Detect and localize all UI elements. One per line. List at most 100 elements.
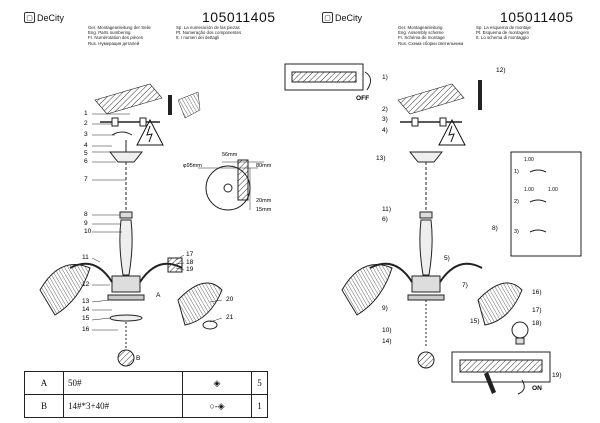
part-label-6: 6 [84, 158, 88, 165]
switch-off-label: OFF [356, 95, 370, 102]
wire-dim-3: 1.00 [548, 187, 558, 193]
wire-step-1: 1) [514, 169, 519, 175]
step-label-16: 16) [532, 289, 542, 296]
part-label-18: 18 [186, 259, 194, 266]
shade-left-1 [39, 264, 91, 316]
step-label-8: 8) [492, 225, 498, 232]
header-line: Fr. Schéma de montage [398, 35, 445, 41]
dim-20: 20mm [256, 198, 272, 204]
part-label-10: 10 [84, 228, 92, 235]
dimension-inset [198, 159, 264, 211]
product-code-left: 105011405 [202, 9, 276, 25]
step-label-18: 18) [532, 320, 542, 327]
part-qty: 1 [251, 394, 268, 418]
step-label-15: 15) [470, 318, 480, 325]
header-line: Sp. La esquema de montaje [476, 25, 531, 30]
header-right-block: Sp. La numeración de las piezas Pt. Nume… [176, 25, 241, 41]
step-label-13: 13) [376, 155, 386, 162]
canopy-left [108, 140, 144, 163]
brand-mark-icon: ▢ [322, 12, 333, 23]
part-crystal-chain-icon: ○-◈ [182, 394, 252, 418]
dim-80: 80mm [256, 163, 272, 169]
bulb-small-icon [202, 320, 218, 330]
part-label-11: 11 [82, 254, 89, 261]
part-spec: 50# [63, 371, 183, 395]
header-left-block: Ger. Montageanleitung der Seile Eng. Par… [88, 25, 151, 46]
product-code-right: 105011405 [500, 9, 574, 25]
part-label-8: 8 [84, 211, 88, 218]
part-label-5: 5 [84, 150, 88, 157]
dim-15: 15mm [256, 207, 272, 213]
step-label-12: 12) [496, 67, 506, 74]
brand-name: DeCity [335, 12, 363, 23]
mounting-bracket-left [100, 117, 160, 136]
part-label-A: A [156, 292, 161, 299]
header2-right-block: Sp. La esquema de montaje Pt. Esquema de… [476, 25, 531, 41]
wire-dim-1: 1.00 [524, 157, 534, 163]
header-line: Pt. Numeração dos componentes [176, 30, 242, 36]
header-line: Eng. Assembly scheme [398, 30, 444, 36]
crystal-drop-left [117, 322, 135, 367]
step-label-6: 6) [382, 216, 388, 223]
step-label-11: 11) [382, 206, 392, 213]
header-line: Pt. Esquema de montagem [476, 30, 530, 36]
step-label-7: 7) [462, 282, 468, 289]
bulb-icon-right [511, 321, 529, 345]
header-line: It. Lo schema di montaggio [476, 35, 529, 41]
step-label-4: 4) [382, 127, 388, 134]
leader-lines-left [91, 113, 223, 331]
ceiling-right [397, 83, 465, 115]
step-label-14: 14) [382, 338, 392, 345]
step-label-10: 10) [382, 327, 392, 334]
shade-right-1 [341, 264, 393, 316]
part-label-21: 21 [226, 314, 234, 321]
part-id: A [24, 371, 64, 395]
step-label-9: 9) [382, 305, 388, 312]
brand-logo: ▢ DeCity [24, 12, 64, 23]
brand-mark-icon: ▢ [24, 12, 35, 23]
brand-name: DeCity [37, 12, 65, 23]
part-crystal-icon: ◈ [182, 371, 252, 395]
part-label-14: 14 [82, 306, 90, 313]
step-label-1: 1) [382, 74, 388, 81]
step-label-2: 2) [382, 106, 388, 113]
part-label-15: 15 [82, 315, 90, 322]
warning-icon [136, 118, 164, 146]
table-row: B 14#*3+40# ○-◈ 1 [24, 394, 268, 418]
header2-left-block: Ger. Montageanleitung Eng. Assembly sche… [398, 25, 463, 46]
screwdriver-icon [168, 91, 201, 119]
part-qty: 5 [251, 371, 268, 395]
header-line: Ger. Montageanleitung der Seile [88, 25, 151, 30]
part-label-7: 7 [84, 176, 88, 183]
canopy-right [408, 151, 444, 163]
warning-icon-right [438, 118, 466, 146]
part-label-20: 20 [226, 296, 234, 303]
wire-dim-2: 1.00 [524, 187, 534, 193]
header-line: It. I numeri dei dettagli [176, 35, 220, 41]
header-line: Sp. La numeración de las piezas [176, 25, 240, 30]
switch-panel-on [451, 351, 551, 395]
wiring-inset [510, 151, 582, 257]
part-label-1: 1 [84, 110, 88, 117]
ceiling-left [94, 83, 163, 115]
bulb-socket-left [167, 257, 183, 273]
part-label-13: 13 [82, 298, 90, 305]
part-label-17: 17 [186, 251, 194, 258]
header-line: Fr. Numérotation des pièces [88, 35, 143, 41]
header-line: Eng. Parts numbering [88, 30, 131, 36]
part-label-4: 4 [84, 142, 88, 149]
parts-table: A 50# ◈ 5 B 14#*3+40# ○-◈ 1 [24, 371, 268, 418]
wire-step-2: 2) [514, 199, 519, 205]
header-line: Rus. Схема сборки светильника [398, 40, 464, 46]
step-label-19: 19) [552, 372, 562, 379]
part-label-19: 19 [186, 266, 194, 273]
step-label-3: 3) [382, 116, 388, 123]
part-label-B: B [136, 355, 141, 362]
dim-56: 56mm [222, 152, 238, 158]
header-line: Rus. Нумерация деталей [88, 40, 140, 46]
shade-left-2 [177, 282, 223, 326]
table-row: A 50# ◈ 5 [24, 371, 268, 395]
screwdriver-icon-right [478, 80, 482, 110]
dim-diameter: φ95mm [183, 163, 202, 169]
